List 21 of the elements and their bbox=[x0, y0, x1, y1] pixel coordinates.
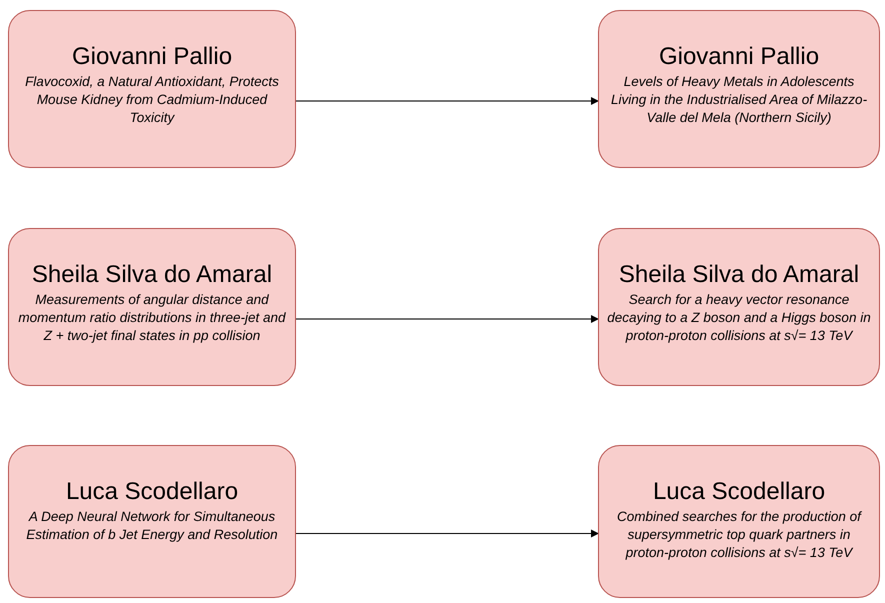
paper-title: Levels of Heavy Metals in Adolescents Living in the Industrialised Area of Milazzo-Valle del Mela (Northern Sicily) bbox=[610, 73, 868, 127]
paper-title: Measurements of angular distance and momentum ratio distributions in three-jet and Z + two-jet final states in pp collision bbox=[17, 291, 287, 345]
paper-title: Flavocoxid, a Natural Antioxidant, Protects Mouse Kidney from Cadmium-Induced Toxicity bbox=[24, 73, 280, 127]
arrow bbox=[296, 315, 599, 323]
card bbox=[598, 10, 880, 168]
paper-title: A Deep Neural Network for Simultaneous Estimation of b Jet Energy and Resolution bbox=[25, 508, 279, 544]
card bbox=[8, 10, 296, 168]
author-name: Giovanni Pallio bbox=[658, 43, 820, 71]
author-name: Giovanni Pallio bbox=[72, 43, 232, 71]
author-name: Luca Scodellaro bbox=[652, 478, 826, 506]
author-name: Sheila Silva do Amaral bbox=[618, 261, 860, 289]
card bbox=[8, 228, 296, 386]
author-name: Sheila Silva do Amaral bbox=[32, 261, 272, 289]
paper-title: Combined searches for the production of supersymmetric top quark partners in proton-proton collisions at s√= 13 TeV bbox=[616, 508, 863, 562]
card bbox=[8, 445, 296, 598]
paper-title: Search for a heavy vector resonance decaying to a Z boson and a Higgs boson in proton-proton collisions at s√= 13 TeV bbox=[607, 291, 871, 345]
card bbox=[598, 445, 880, 598]
card bbox=[598, 228, 880, 386]
arrow bbox=[296, 97, 599, 105]
author-name: Luca Scodellaro bbox=[66, 478, 238, 506]
arrow bbox=[296, 530, 599, 538]
